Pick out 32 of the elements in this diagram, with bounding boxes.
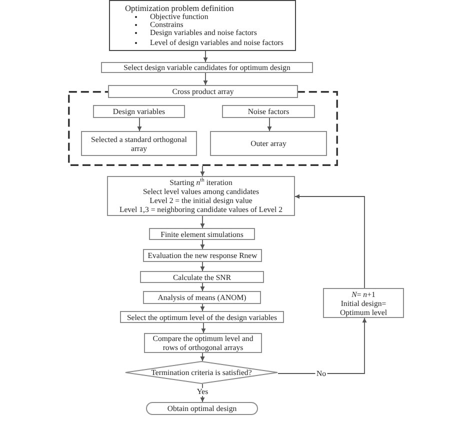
arrow [201,322,206,334]
process-box [143,249,262,262]
arrow [137,118,142,132]
arrow [200,240,205,250]
decision-diamond [125,361,278,384]
arrow [200,216,205,228]
process-box [107,176,295,216]
process-box [143,291,261,304]
arrow [203,50,208,62]
process-box [93,105,185,118]
arrow [267,118,272,132]
arrow [200,352,205,362]
process-box [149,228,255,240]
terminal-box [146,402,258,415]
process-box [108,85,298,98]
box-heading: Optimization problem definition [125,5,235,13]
arrow [200,262,205,272]
process-box [109,0,296,51]
process-box [144,333,262,353]
arrow [278,318,367,374]
process-box [323,288,404,318]
arrow [294,194,365,288]
arrow [203,72,208,86]
process-box [101,62,313,73]
process-box [210,131,327,156]
process-box [222,105,315,118]
arrow [200,166,205,176]
process-box [140,271,264,283]
arrow [200,282,205,292]
process-box [81,131,197,156]
process-box [120,311,284,323]
arrow [200,304,205,312]
